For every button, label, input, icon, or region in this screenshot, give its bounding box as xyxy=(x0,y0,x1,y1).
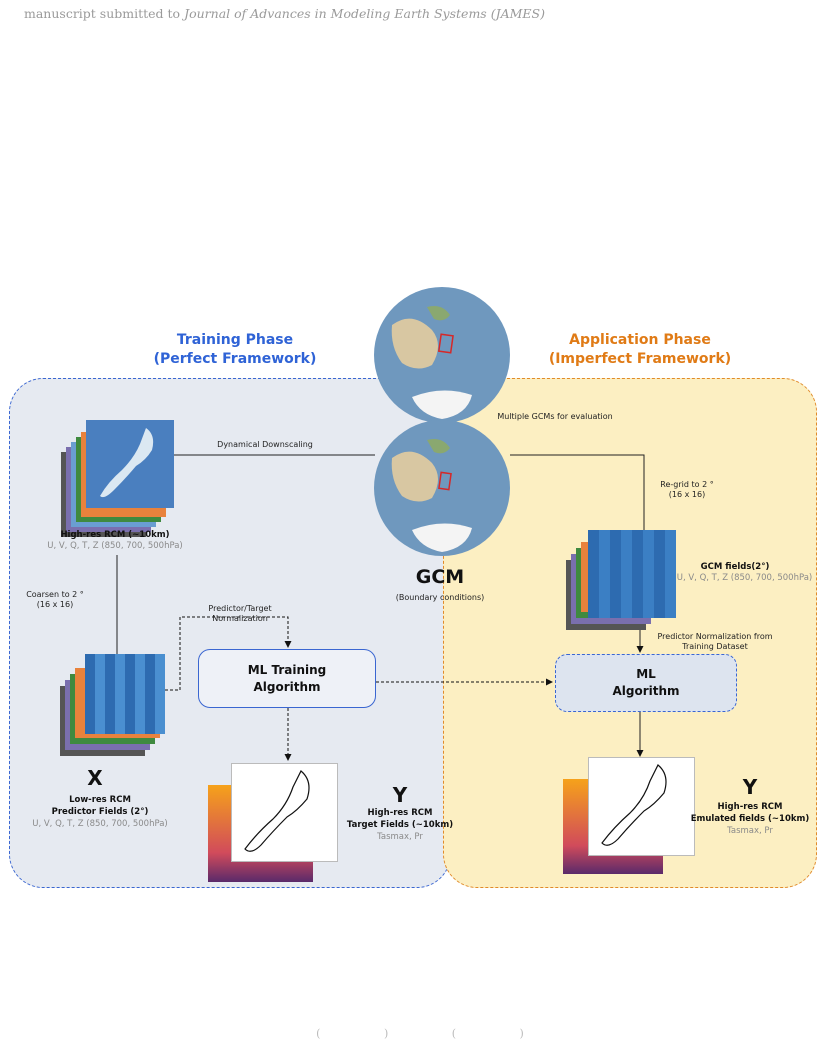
gcm-fields-title: GCM fields(2°) xyxy=(700,562,770,572)
nz-map-outline-icon xyxy=(601,764,667,846)
y-training-letter: Y xyxy=(392,783,408,807)
training-norm-dashed-path xyxy=(165,616,292,691)
x-vars: U, V, Q, T, Z (850, 700, 500hPa) xyxy=(32,819,168,829)
predictor-target-norm-label: Predictor/Target Normalization xyxy=(208,604,272,623)
x-line1: Low-res RCM xyxy=(69,795,131,805)
training-title-line1: Training Phase xyxy=(176,332,294,348)
training-title-line2: (Perfect Framework) xyxy=(153,351,317,367)
highres-rcm-vars: U, V, Q, T, Z (850, 700, 500hPa) xyxy=(47,541,183,551)
multiple-gcms-label: Multiple GCMs for evaluation xyxy=(497,412,613,421)
regrid-line xyxy=(510,454,645,530)
footer-fragment: ( ) ( ) xyxy=(316,1027,524,1040)
y-application-vars: Tasmax, Pr xyxy=(727,826,773,836)
y-training-line1: High-res RCM xyxy=(367,808,433,818)
regrid-line1: Re-grid to 2 ° xyxy=(660,480,714,489)
gcm-subtitle: (Boundary conditions) xyxy=(395,593,485,602)
y-application-line2: Emulated fields (~10km) xyxy=(690,814,810,824)
highres-rcm-stack xyxy=(61,420,181,537)
top-globe-icon xyxy=(374,287,510,423)
training-phase-title: Training Phase (Perfect Framework) xyxy=(140,331,330,369)
header-prefix: manuscript submitted to xyxy=(24,6,181,21)
ml-algorithm-line1: ML xyxy=(636,667,656,681)
regrid-line2: (16 x 16) xyxy=(668,490,706,499)
gcm-fields-stack xyxy=(566,530,686,630)
y-application-letter: Y xyxy=(742,775,758,799)
coarsen-line2: (16 x 16) xyxy=(36,600,74,609)
nz-map-outline-icon xyxy=(244,770,310,852)
gcm-title: GCM xyxy=(415,566,465,588)
y-training-line2: Target Fields (~10km) xyxy=(346,820,454,830)
application-phase-title: Application Phase (Imperfect Framework) xyxy=(540,331,740,369)
application-title-line1: Application Phase xyxy=(569,332,711,348)
gcm-fields-vars: U, V, Q, T, Z (850, 700, 500hPa) xyxy=(676,573,813,583)
coarsen-line1: Coarsen to 2 ° xyxy=(26,590,84,599)
target-fields-stack xyxy=(208,763,338,883)
predictor-norm-line2: Training Dataset xyxy=(682,642,748,651)
regrid-label: Re-grid to 2 ° (16 x 16) xyxy=(652,480,722,500)
ml-algorithm-box: ML Algorithm xyxy=(555,654,737,712)
ml-training-line1: ML Training xyxy=(247,662,327,677)
highres-rcm-title: High-res RCM (~10km) xyxy=(60,530,170,540)
application-title-line2: (Imperfect Framework) xyxy=(548,351,732,367)
ml-training-line2: Algorithm xyxy=(253,679,321,694)
dynamical-downscaling-label: Dynamical Downscaling xyxy=(217,440,313,449)
y-application-line1: High-res RCM xyxy=(717,802,783,812)
coarsen-label: Coarsen to 2 ° (16 x 16) xyxy=(10,590,100,610)
y-training-vars: Tasmax, Pr xyxy=(377,832,423,842)
x-letter: X xyxy=(87,766,103,790)
predictor-norm-line1: Predictor Normalization from xyxy=(657,632,773,641)
ml-algorithm-line2: Algorithm xyxy=(612,684,680,698)
lowres-predictor-stack xyxy=(60,654,180,756)
manuscript-header: manuscript submitted to Journal of Advan… xyxy=(24,6,545,21)
predictor-norm-label: Predictor Normalization from Training Da… xyxy=(650,632,780,652)
x-line2: Predictor Fields (2°) xyxy=(51,807,149,817)
gcm-globe-icon xyxy=(374,420,510,556)
emulated-fields-stack xyxy=(563,757,695,877)
journal-name: Journal of Advances in Modeling Earth Sy… xyxy=(184,6,545,21)
nz-map-icon xyxy=(100,428,154,498)
ml-training-box: ML Training Algorithm xyxy=(198,649,376,708)
